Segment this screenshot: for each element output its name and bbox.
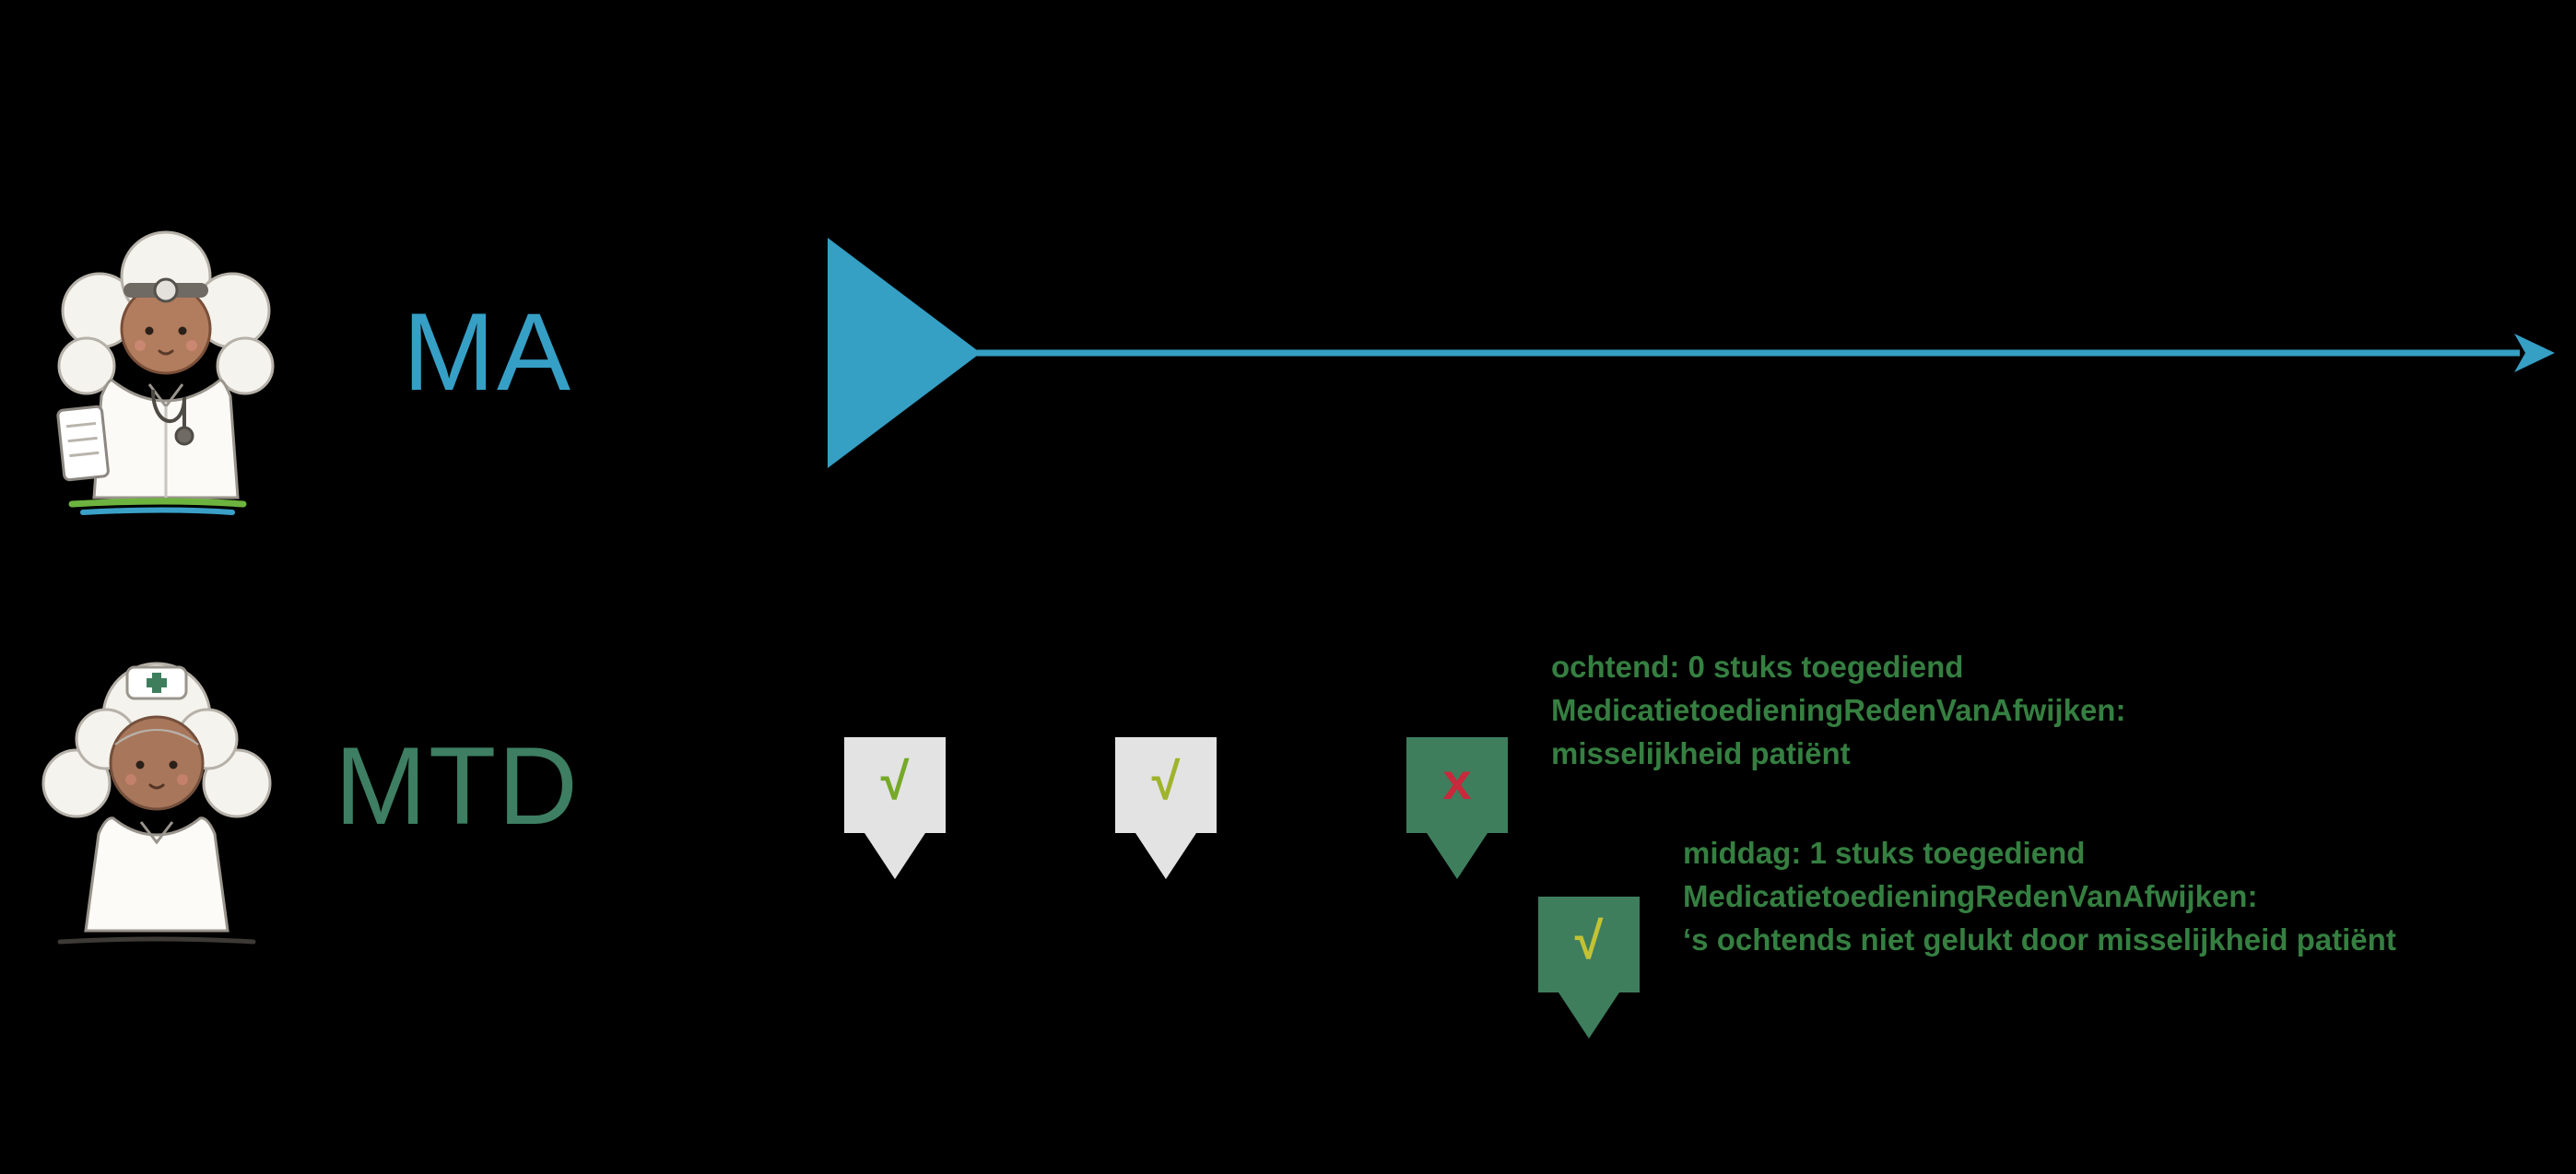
annotation-line: misselijkheid patiënt xyxy=(1551,736,1851,770)
medication-pin-given-2: √ xyxy=(1115,737,1217,833)
annotation-line: middag: 1 stuks toegediend xyxy=(1683,836,2086,870)
annotation-line: ‘s ochtends niet gelukt door misselijkhe… xyxy=(1683,922,2396,957)
annotation-line: MedicatietoedieningRedenVanAfwijken: xyxy=(1683,879,2258,913)
annotation-midday: middag: 1 stuks toegediend Medicatietoed… xyxy=(1683,831,2396,961)
medication-pin-given-1: √ xyxy=(844,737,946,833)
annotation-line: ochtend: 0 stuks toegediend xyxy=(1551,650,1964,684)
ma-timeline-arrow xyxy=(828,232,2557,474)
ma-lane-label: MA xyxy=(403,290,572,414)
nurse-icon xyxy=(41,662,272,945)
check-icon: √ xyxy=(1151,752,1181,810)
check-icon: √ xyxy=(1574,911,1604,969)
check-icon: √ xyxy=(880,752,910,810)
nurse-illustration xyxy=(41,645,272,968)
medication-pin-missed: x xyxy=(1406,737,1508,833)
doctor-illustration xyxy=(46,226,286,521)
doctor-icon xyxy=(56,230,275,515)
timeline-start-triangle xyxy=(828,238,981,468)
arrowhead-icon xyxy=(2514,334,2555,372)
medication-pin-caught-up: √ xyxy=(1538,897,1640,992)
cross-icon: x xyxy=(1442,752,1472,810)
annotation-line: MedicatietoedieningRedenVanAfwijken: xyxy=(1551,693,2126,727)
right-arrow-timeline-icon xyxy=(828,238,2555,468)
mtd-lane-label: MTD xyxy=(335,724,580,848)
annotation-morning: ochtend: 0 stuks toegediend Medicatietoe… xyxy=(1551,645,2125,775)
